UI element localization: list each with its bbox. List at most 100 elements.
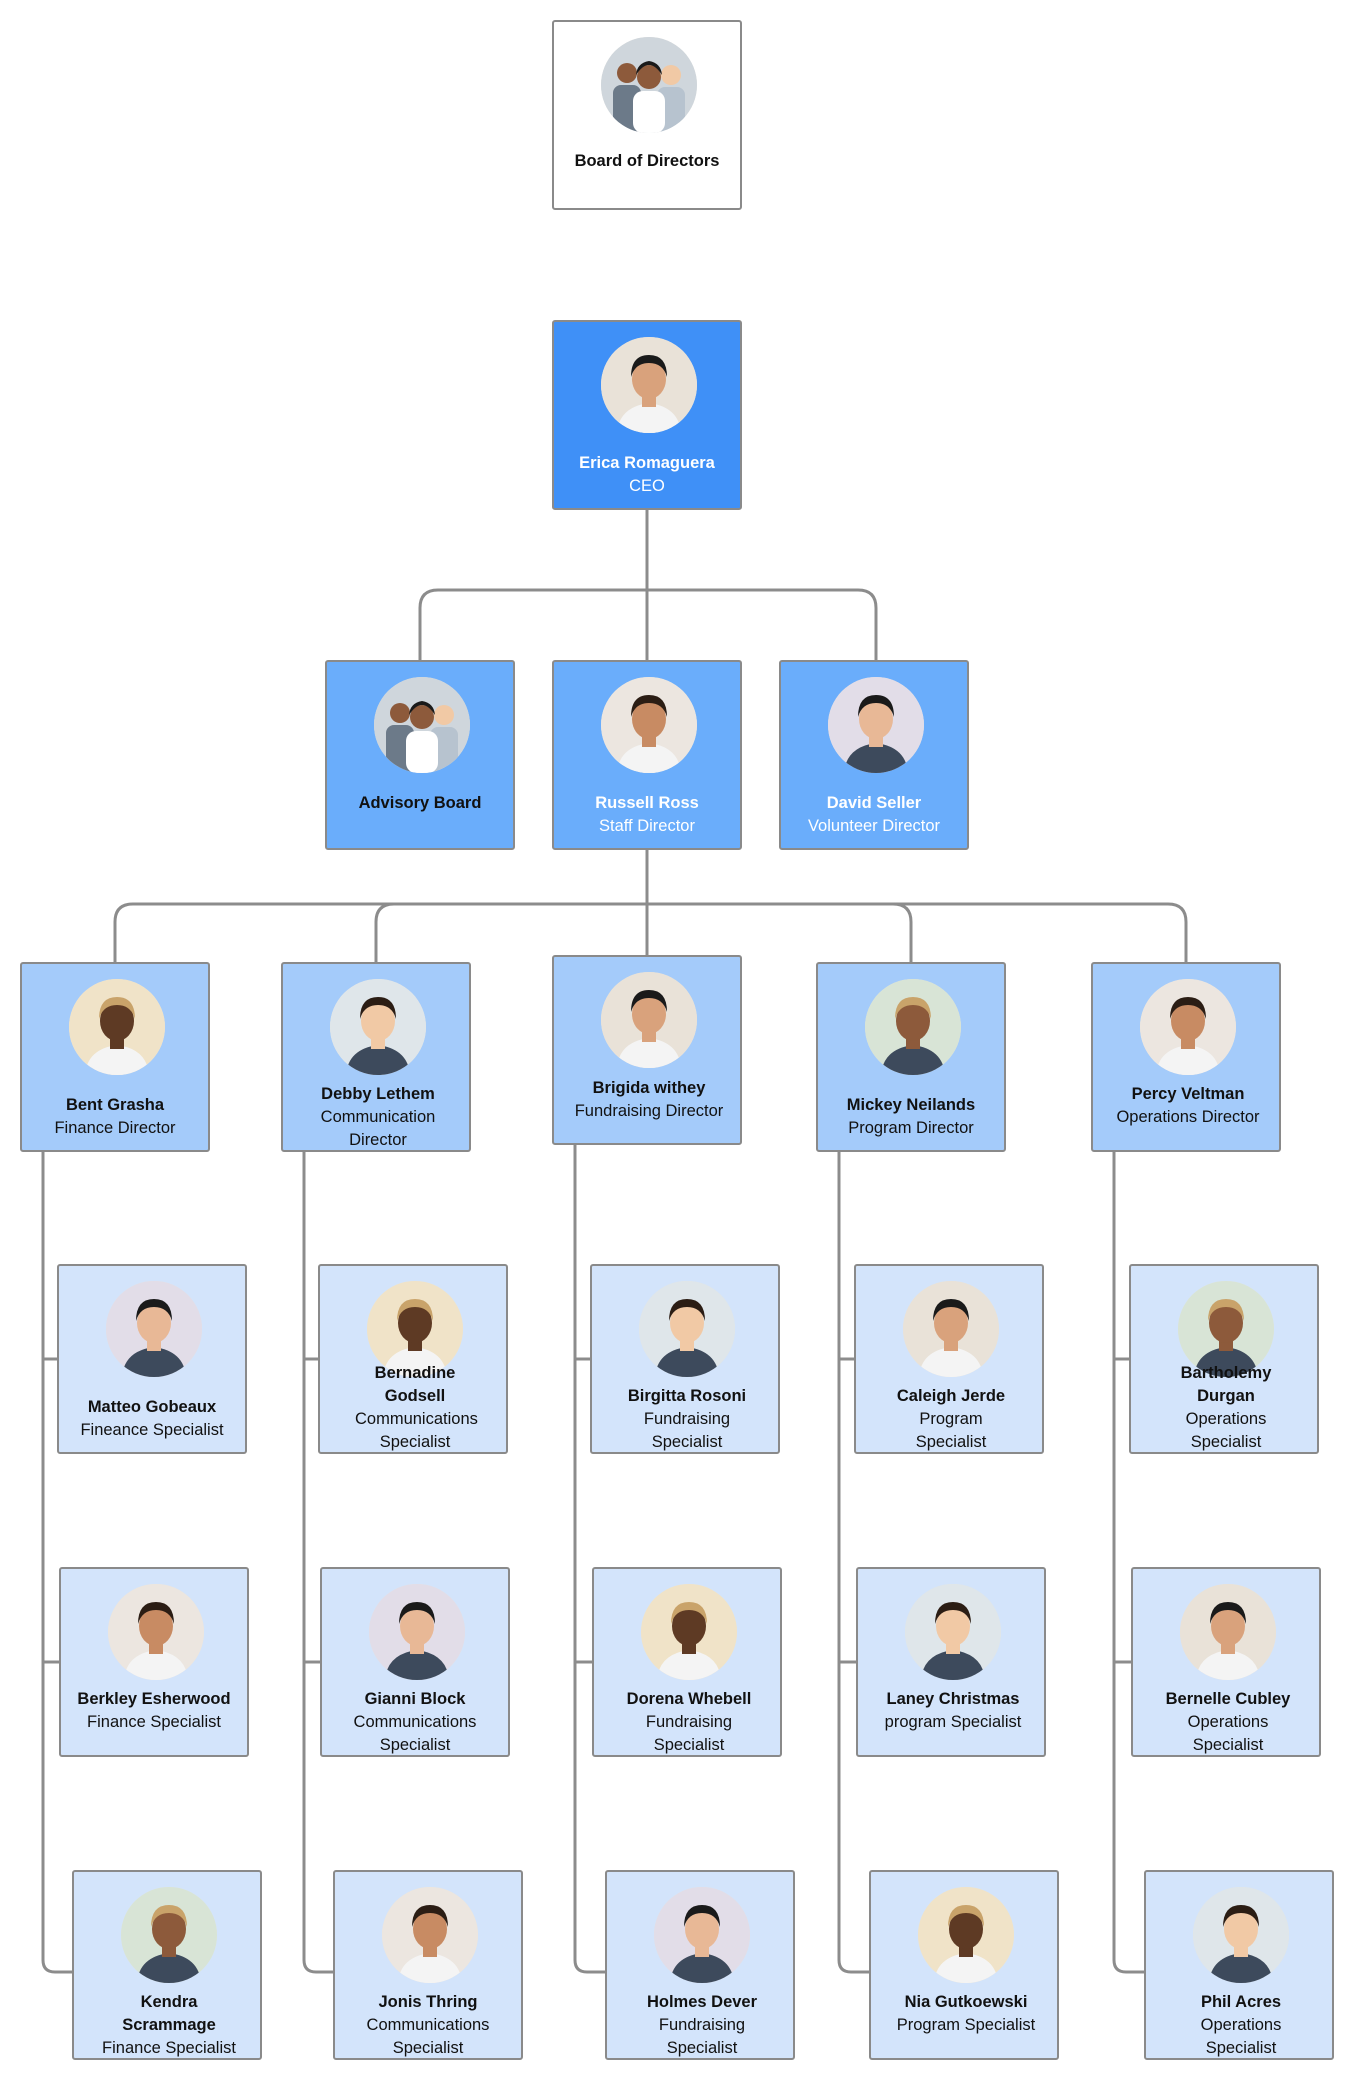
node-program-specialist-3[interactable]: Nia Gutkoewski Program Specialist: [869, 1870, 1059, 2060]
node-name: David Seller: [826, 794, 922, 812]
node-title: Communications Specialist: [366, 2016, 490, 2057]
node-ceo[interactable]: Erica Romaguera CEO: [552, 320, 742, 510]
node-name: Dorena Whebell: [626, 1690, 752, 1708]
person-photo-icon: [654, 1887, 750, 1983]
person-photo-icon: [639, 1281, 735, 1377]
node-finance-specialist-2[interactable]: Berkley Esherwood Finance Specialist: [59, 1567, 249, 1757]
connector-line: [1112, 1152, 1144, 1974]
node-name: Bernadine Godsell: [374, 1364, 456, 1405]
node-program-director[interactable]: Mickey Neilands Program Director: [816, 962, 1006, 1152]
node-title: Operations Specialist: [1185, 1410, 1267, 1451]
node-name: Mickey Neilands: [846, 1096, 976, 1114]
node-title: Fundraising Specialist: [658, 2016, 746, 2057]
node-title: Volunteer Director: [807, 817, 941, 835]
node-communications-specialist-1[interactable]: Bernadine Godsell Communications Special…: [318, 1264, 508, 1454]
node-name: Kendra Scrammage: [122, 1993, 216, 2034]
node-name: Laney Christmas: [886, 1690, 1020, 1708]
node-name: Gianni Block: [364, 1690, 466, 1708]
connector-line: [837, 1152, 869, 1974]
node-title: Program Specialist: [915, 1410, 987, 1451]
person-photo-icon: [918, 1887, 1014, 1983]
node-name: Percy Veltman: [1131, 1085, 1245, 1103]
connector-line: [41, 1152, 72, 1974]
node-name: Matteo Gobeaux: [87, 1398, 217, 1416]
connector-line: [374, 902, 395, 962]
node-title: Fundraising Specialist: [643, 1410, 731, 1451]
node-fundraising-specialist-3[interactable]: Holmes Dever Fundraising Specialist: [605, 1870, 795, 2060]
node-title: Fundraising Specialist: [645, 1713, 733, 1754]
node-title: Staff Director: [599, 817, 695, 835]
node-title: Communication Director: [320, 1108, 436, 1149]
person-photo-icon: [121, 1887, 217, 1983]
person-photo-icon: [106, 1281, 202, 1377]
person-photo-icon: [1193, 1887, 1289, 1983]
node-communications-specialist-3[interactable]: Jonis Thring Communications Specialist: [333, 1870, 523, 2060]
node-name: Birgitta Rosoni: [627, 1387, 747, 1405]
node-volunteer-director[interactable]: David Seller Volunteer Director: [779, 660, 969, 850]
connector-line: [892, 902, 913, 962]
node-name: Nia Gutkoewski: [904, 1993, 1028, 2011]
node-finance-specialist-1[interactable]: Matteo Gobeaux Fineance Specialist: [57, 1264, 247, 1454]
node-operations-specialist-2[interactable]: Bernelle Cubley Operations Specialist: [1131, 1567, 1321, 1757]
node-communications-specialist-2[interactable]: Gianni Block Communications Specialist: [320, 1567, 510, 1757]
node-name: Bartholemy Durgan: [1180, 1364, 1272, 1405]
person-photo-icon: [641, 1584, 737, 1680]
node-program-specialist-2[interactable]: Laney Christmas program Specialist: [856, 1567, 1046, 1757]
connector-line: [573, 1145, 605, 1974]
person-photo-icon: [108, 1584, 204, 1680]
person-photo-icon: [601, 972, 697, 1068]
node-staff-director[interactable]: Russell Ross Staff Director: [552, 660, 742, 850]
node-title: Fundraising Director: [574, 1102, 724, 1120]
node-fundraising-director[interactable]: Brigida withey Fundraising Director: [552, 955, 742, 1145]
node-finance-specialist-3[interactable]: Kendra Scrammage Finance Specialist: [72, 1870, 262, 2060]
person-photo-icon: [1180, 1584, 1276, 1680]
connector-line: [302, 1152, 333, 1974]
node-title: Operations Specialist: [1200, 2016, 1282, 2057]
node-fundraising-specialist-2[interactable]: Dorena Whebell Fundraising Specialist: [592, 1567, 782, 1757]
node-name: Caleigh Jerde: [896, 1387, 1006, 1405]
person-photo-icon: [69, 979, 165, 1075]
person-photo-icon: [903, 1281, 999, 1377]
person-photo-icon: [369, 1584, 465, 1680]
person-photo-icon: [828, 677, 924, 773]
node-name: Bernelle Cubley: [1165, 1690, 1291, 1708]
node-advisory-board[interactable]: Advisory Board: [325, 660, 515, 850]
node-title: Finance Specialist: [102, 2039, 236, 2057]
person-photo-icon: [905, 1584, 1001, 1680]
node-name: Advisory Board: [358, 794, 482, 812]
node-title: Program Specialist: [896, 2016, 1036, 2034]
node-fundraising-specialist-1[interactable]: Birgitta Rosoni Fundraising Specialist: [590, 1264, 780, 1454]
node-finance-director[interactable]: Bent Grasha Finance Director: [20, 962, 210, 1152]
person-photo-icon: [601, 337, 697, 433]
node-name: Brigida withey: [592, 1079, 706, 1097]
connector-line: [113, 902, 1188, 962]
person-photo-icon: [601, 677, 697, 773]
node-name: Board of Directors: [574, 152, 720, 170]
node-operations-specialist-1[interactable]: Bartholemy Durgan Operations Specialist: [1129, 1264, 1319, 1454]
node-title: CEO: [629, 477, 665, 495]
node-operations-specialist-3[interactable]: Phil Acres Operations Specialist: [1144, 1870, 1334, 2060]
node-title: Operations Director: [1116, 1108, 1260, 1126]
node-title: program Specialist: [884, 1713, 1022, 1731]
node-operations-director[interactable]: Percy Veltman Operations Director: [1091, 962, 1281, 1152]
node-name: Debby Lethem: [321, 1085, 435, 1103]
node-name: Erica Romaguera: [579, 454, 715, 472]
node-title: Finance Director: [54, 1119, 176, 1137]
person-photo-icon: [1178, 1281, 1274, 1377]
node-communication-director[interactable]: Debby Lethem Communication Director: [281, 962, 471, 1152]
node-name: Holmes Dever: [646, 1993, 758, 2011]
person-photo-icon: [330, 979, 426, 1075]
person-photo-icon: [865, 979, 961, 1075]
node-title: Program Director: [848, 1119, 974, 1137]
node-program-specialist-1[interactable]: Caleigh Jerde Program Specialist: [854, 1264, 1044, 1454]
node-name: Berkley Esherwood: [77, 1690, 231, 1708]
node-title: Fineance Specialist: [80, 1421, 224, 1439]
node-name: Jonis Thring: [378, 1993, 478, 2011]
node-board-of-directors[interactable]: Board of Directors: [552, 20, 742, 210]
node-title: Communications Specialist: [355, 1410, 478, 1451]
group-photo-icon: [374, 677, 470, 773]
node-title: Communications Specialist: [353, 1713, 477, 1754]
person-photo-icon: [382, 1887, 478, 1983]
